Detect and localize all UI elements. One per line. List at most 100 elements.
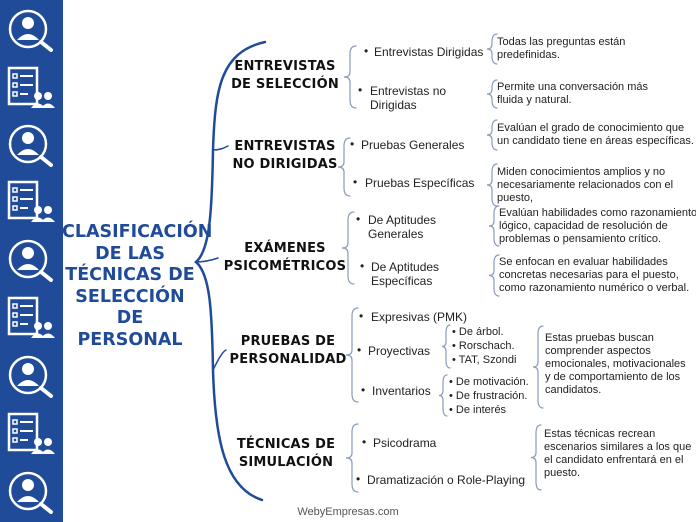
sub-item: • De frustración.: [449, 390, 528, 402]
description-brace: [532, 325, 544, 409]
description-brace: [530, 424, 542, 491]
item-pruebas-generales: Pruebas Generales: [361, 138, 464, 152]
title-line: DE LAS: [95, 243, 165, 264]
item-description: Evalúan el grado de conocimiento que un …: [497, 122, 694, 147]
sub-item: • Rorschach.: [452, 340, 515, 352]
category-tecnicas-simulacion: TÉCNICAS DE SIMULACIÓN: [228, 436, 344, 472]
description-brace: [486, 33, 498, 65]
diagram-title: CLASIFICACIÓN DE LAS TÉCNICAS DE SELECCI…: [62, 222, 213, 351]
bullet: •: [358, 83, 363, 97]
bullet: •: [356, 212, 361, 226]
branch-line: [212, 349, 227, 371]
bullet: •: [359, 309, 364, 323]
item-expresivas: Expresivas (PMK): [371, 310, 467, 324]
user-search-icon: [6, 8, 56, 52]
item-label: Pruebas Generales: [361, 138, 465, 152]
item-inventarios: Inventarios: [372, 384, 431, 398]
sub-brace: [438, 374, 448, 417]
item-label: Dramatización o Role-Playing: [367, 473, 526, 487]
description-brace: [486, 79, 498, 109]
bullet: •: [360, 259, 365, 273]
category-label: ENTREVISTAS: [234, 139, 336, 154]
item-label: Entrevistas Dirigidas: [374, 45, 484, 59]
branch-line: [212, 145, 229, 151]
checklist-users-icon: [6, 180, 56, 224]
item-entrevistas-dirigidas: Entrevistas Dirigidas: [374, 45, 483, 59]
item-label: Psicodrama: [373, 436, 437, 450]
category-label: TÉCNICAS DE: [236, 437, 336, 452]
sub-item: • TAT, Szondi: [452, 354, 517, 366]
category-brace: [341, 211, 355, 285]
item-label: Proyectivas: [368, 344, 431, 358]
category-label: PRUEBAS DE: [240, 334, 336, 349]
item-proyectivas: Proyectivas: [368, 344, 430, 358]
category-brace: [343, 45, 357, 109]
description-brace: [488, 254, 500, 297]
user-search-icon: [6, 470, 56, 514]
item-description: Se enfocan en evaluar habilidades concre…: [499, 256, 690, 294]
sub-item: • De interés: [449, 404, 507, 416]
title-line: PERSONAL: [77, 329, 183, 350]
sub-item: • De motivación.: [449, 376, 529, 388]
category-description: Estas técnicas recrean escenarios simila…: [544, 428, 692, 479]
item-aptitudes-especificas: De Aptitudes Específicas: [371, 260, 439, 288]
item-label: Expresivas (PMK): [371, 310, 468, 324]
item-description: Miden conocimientos amplios y no necesar…: [497, 166, 674, 204]
item-description: Evalúan habilidades como razonamiento ló…: [499, 207, 696, 245]
item-dramatizacion: Dramatización o Role-Playing: [367, 473, 525, 487]
category-brace: [345, 423, 359, 493]
item-label: Inventarios: [372, 384, 431, 398]
category-brace: [345, 307, 359, 403]
category-brace: [337, 137, 351, 197]
category-entrevistas-seleccion: ENTREVISTAS DE SELECCIÓN: [226, 58, 344, 94]
bullet: •: [361, 383, 366, 397]
category-label: NO DIRIGIDAS: [232, 157, 338, 172]
category-pruebas-personalidad: PRUEBAS DE PERSONALIDAD: [226, 333, 350, 369]
item-label: De Aptitudes: [368, 213, 437, 227]
item-label: Generales: [368, 227, 424, 241]
user-search-icon: [6, 123, 56, 167]
item-aptitudes-generales: De Aptitudes Generales: [368, 213, 436, 241]
title-line: CLASIFICACIÓN: [62, 222, 213, 242]
item-description: Todas las preguntas están predefinidas.: [497, 36, 626, 61]
description-brace: [488, 205, 500, 247]
bullet: •: [350, 137, 355, 151]
checklist-users-icon: [6, 66, 56, 110]
category-label: SIMULACIÓN: [238, 455, 334, 470]
item-psicodrama: Psicodrama: [373, 436, 436, 450]
sub-brace: [441, 324, 451, 369]
item-label: De Aptitudes: [371, 260, 440, 274]
category-label: EXÁMENES: [244, 241, 326, 256]
description-brace: [486, 119, 498, 151]
item-label: Específicas: [371, 274, 433, 288]
bullet: •: [364, 44, 369, 58]
item-entrevistas-no-dirigidas: Entrevistas no Dirigidas: [370, 84, 446, 112]
branch-line: [195, 257, 219, 263]
bullet: •: [353, 175, 358, 189]
sub-item: • De árbol.: [452, 326, 504, 338]
sidebar: [0, 0, 63, 522]
bullet: •: [362, 435, 367, 449]
user-search-icon: [6, 354, 56, 398]
category-label: PSICOMÉTRICOS: [223, 259, 347, 274]
checklist-users-icon: [6, 296, 56, 340]
title-line: TÉCNICAS DE: [65, 265, 195, 285]
item-pruebas-especificas: Pruebas Específicas: [365, 176, 474, 190]
description-brace: [486, 163, 498, 207]
item-description: Permite una conversación más fluida y na…: [497, 81, 649, 106]
bullet: •: [357, 343, 362, 357]
category-description: Estas pruebas buscan comprender aspectos…: [545, 332, 686, 396]
item-label: Dirigidas: [370, 98, 417, 112]
category-label: DE SELECCIÓN: [231, 77, 339, 92]
bullet: •: [356, 472, 361, 486]
footer-source: WebyEmpresas.com: [297, 506, 399, 518]
category-examenes-psicometricos: EXÁMENES PSICOMÉTRICOS: [220, 240, 350, 276]
user-search-icon: [6, 238, 56, 282]
item-label: Entrevistas no: [370, 84, 447, 98]
title-line: SELECCIÓN DE: [75, 286, 185, 329]
category-entrevistas-no-dirigidas: ENTREVISTAS NO DIRIGIDAS: [226, 138, 344, 174]
category-label: ENTREVISTAS: [234, 59, 336, 74]
checklist-users-icon: [6, 412, 56, 456]
category-label: PERSONALIDAD: [229, 352, 347, 367]
